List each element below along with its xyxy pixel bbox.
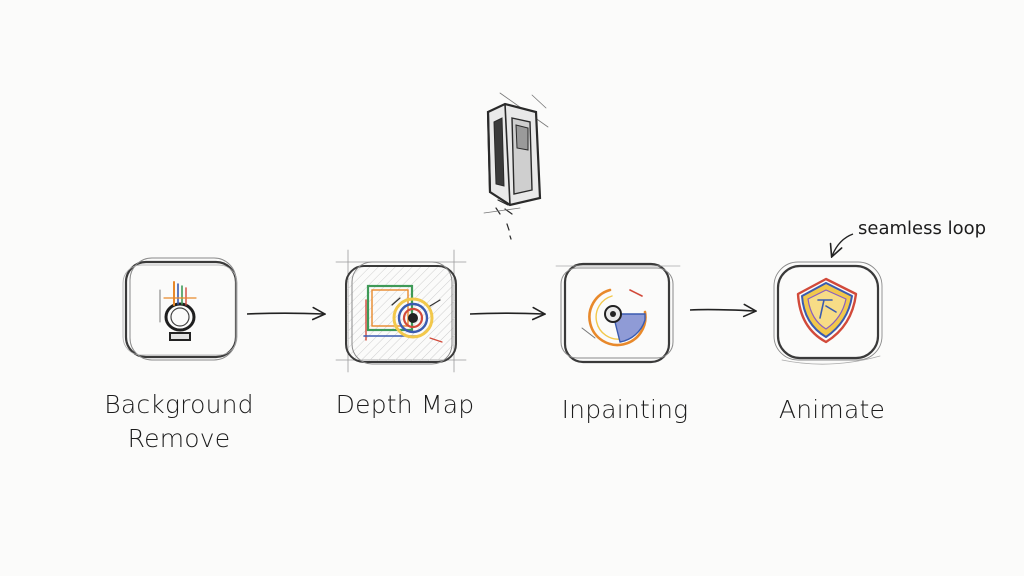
annotation-seamless-loop: seamless loop — [858, 218, 987, 239]
label-background-remove: Background Remove — [98, 388, 260, 456]
arrow-1 — [246, 313, 324, 314]
label-depth-map: Depth Map — [335, 390, 475, 419]
inpainting-icon — [581, 288, 647, 347]
animate-shield-icon — [796, 277, 858, 344]
device-sketch-icon — [483, 92, 549, 240]
label-inpainting: Inpainting — [561, 395, 689, 424]
label-animate: Animate — [778, 395, 886, 424]
arrow-3 — [689, 310, 755, 311]
step-background-remove-box — [122, 257, 238, 361]
annotation-arrow — [832, 233, 854, 256]
background-remove-icon — [159, 281, 197, 341]
label-background-remove-line2: Remove — [127, 424, 231, 453]
depth-map-icon — [363, 284, 443, 343]
label-background-remove-line1: Background — [104, 390, 254, 419]
arrow-2 — [469, 313, 544, 314]
step-inpainting-box — [555, 262, 681, 364]
step-animate-box — [773, 261, 883, 365]
